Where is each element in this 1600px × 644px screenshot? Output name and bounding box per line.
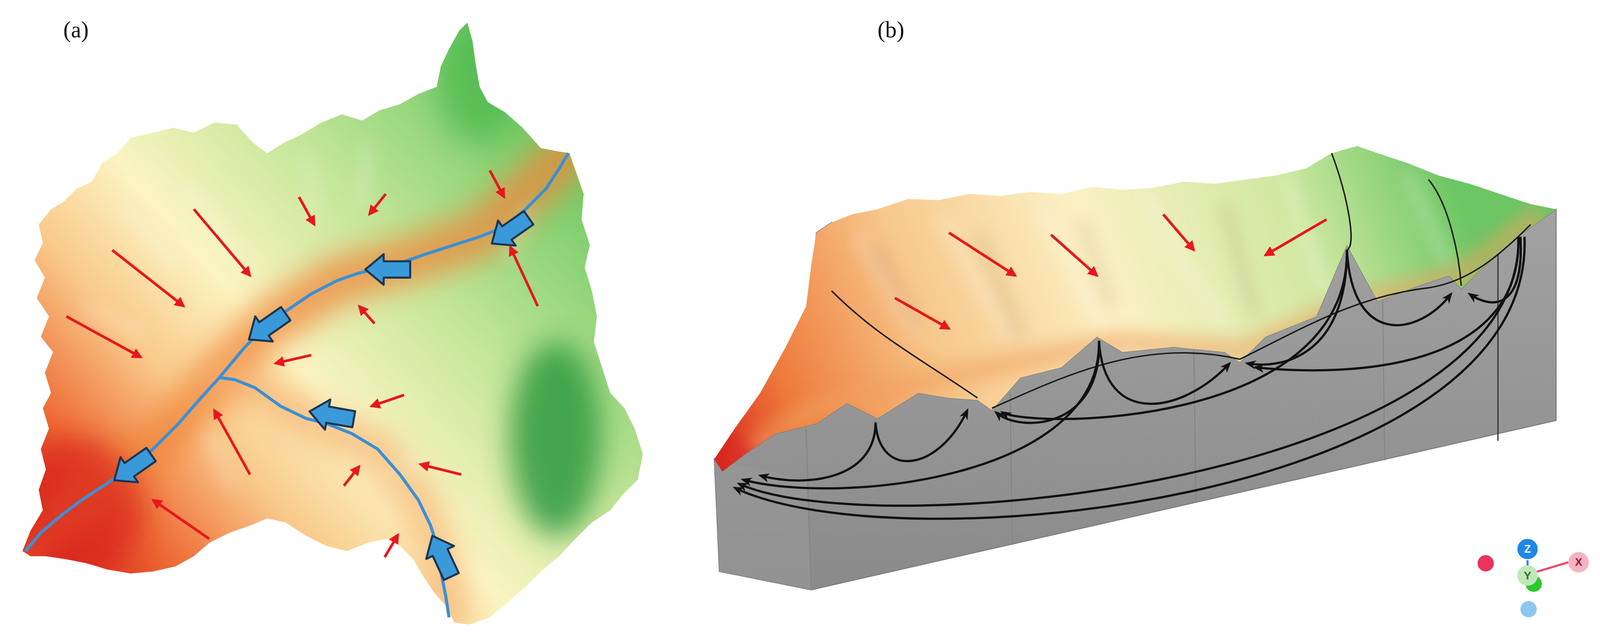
flow-path [995,340,1100,423]
flow-path [743,340,1100,489]
axis-letter: Y [1523,570,1532,582]
hillslope-arrow [299,197,315,225]
segment-line [1193,349,1196,504]
axis-letter: Z [1524,543,1532,555]
gully-shading [872,204,1256,337]
terrain-surface [714,146,1556,472]
ridge-shading [81,142,531,490]
hillslope-arrow [1051,234,1097,276]
x-axis-dot [1568,552,1589,573]
main-river [25,153,569,552]
hillslope-arrow [359,306,375,324]
flow-path [1099,340,1230,404]
hillslope-arrow [275,355,311,364]
ridge-shading [857,173,1450,337]
hillslope-arrow [152,500,210,539]
flow-path [760,422,876,481]
flow-arrow [105,441,160,493]
tributary-river [219,377,449,618]
z-axis-dot [1517,538,1538,560]
terrain-shading [698,173,1541,491]
ridge-line [831,291,978,399]
flow-path [1346,250,1451,326]
hillslope-arrow [384,534,398,558]
block-model [698,146,1557,591]
flow-path [734,236,1525,519]
hillslope-arrow [420,464,462,475]
hillslope-arrow [489,170,505,197]
axis-dot [1520,601,1537,618]
panel-label: (a) [63,18,89,42]
axis-letter: X [1574,556,1583,568]
river-flow-arrows [105,205,538,583]
flow-path [738,236,1519,506]
dem-shading [0,20,603,618]
valley-shading [219,377,449,618]
hillslope-arrow [112,250,184,307]
flow-path [1002,250,1348,420]
watershed-map [0,20,643,625]
flow-path [1469,236,1521,303]
dem-high-ground [510,342,603,536]
hillslope-arrow [949,232,1016,276]
flow-arrow [418,529,466,583]
flow-path [875,410,968,462]
flow-arrow [365,254,411,285]
hillslope-arrow [894,298,949,329]
hillslope-arrow [343,466,360,487]
dem-high-ground [438,20,521,143]
block-edge-line [1497,250,1499,441]
axis-gizmo [1477,538,1589,618]
hillslope-arrows [894,214,1327,329]
hillslope-arrow [371,395,405,407]
hillslope-arrow [1163,214,1194,251]
hillslope-arrow [193,209,250,276]
flow-arrow [306,396,357,435]
flow-arrow [240,301,295,353]
terrain-ridge-lines [831,153,1531,409]
panel-label: (b) [877,18,905,42]
ridge-line [1331,153,1352,251]
flow-path [1246,250,1347,365]
flow-path [1255,236,1519,371]
hillslope-arrow [369,194,386,215]
ridge-line [1428,179,1462,286]
block-side-face [714,459,812,590]
y-axis-dot [1517,565,1538,586]
hillslope-arrows [66,170,538,557]
hillslope-arrow [66,316,141,358]
hillslope-arrow [214,410,250,475]
groundwater-flow-paths [734,236,1525,519]
hillslope-arrow [1265,219,1327,256]
hillslope-arrow [510,246,538,306]
axis-dot [1477,555,1494,572]
valley-shading [724,214,1541,465]
